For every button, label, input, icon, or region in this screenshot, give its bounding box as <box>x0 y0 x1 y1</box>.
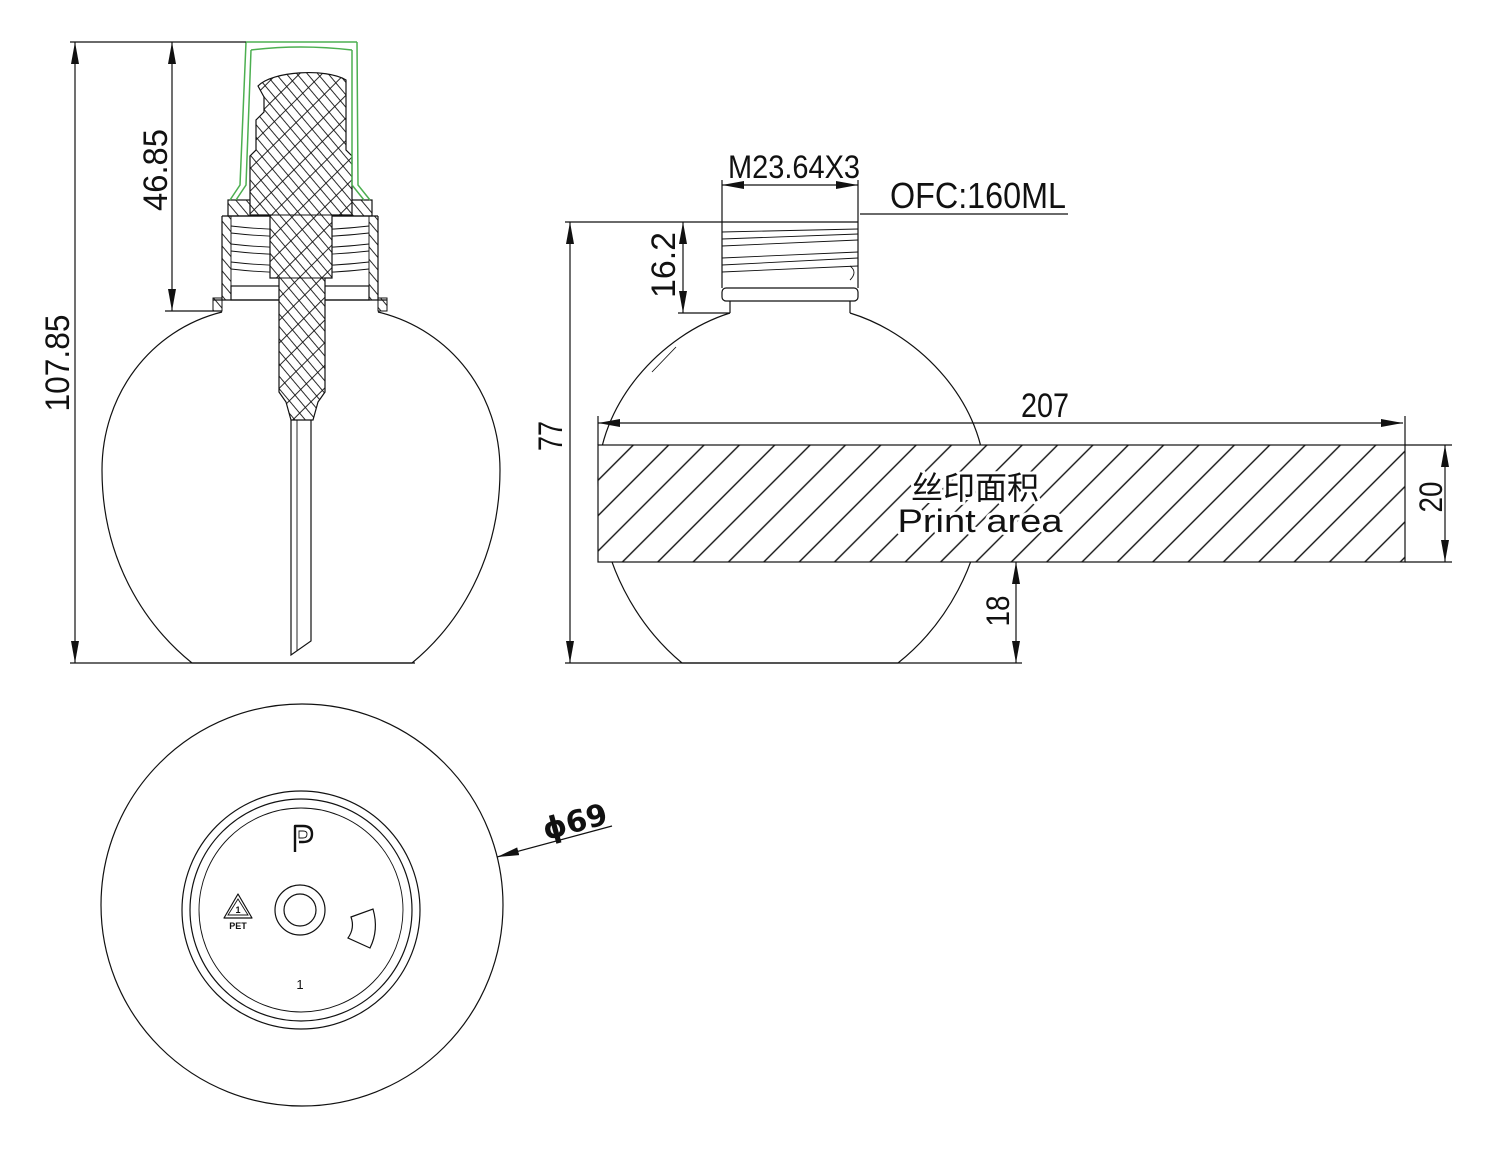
recycle-material: PET <box>229 921 247 931</box>
recycle-triangle-inner <box>227 898 249 916</box>
recycle-triangle-outer <box>223 893 253 919</box>
base-ring-middle <box>189 798 413 1022</box>
dimension-bottle-height: 77 <box>532 221 1022 664</box>
print-area-label-cn: 丝印面积 <box>911 470 1039 506</box>
bottle-side-view: 丝印面积 Print area M23.64X3 OFC:160ML 16.2 … <box>532 149 1452 664</box>
print-bottom-offset-label: 18 <box>980 596 1016 627</box>
closure-top-wall-right <box>350 200 372 216</box>
dimension-pump-height: 46.85 <box>137 42 222 312</box>
base-diameter-label: ϕ69 <box>539 797 611 848</box>
p-mark-inner <box>298 830 308 839</box>
pump-actuator-section <box>249 71 353 421</box>
thread-line <box>721 228 859 233</box>
actuator-hatch-sparse <box>250 72 352 420</box>
base-sector-mark <box>347 908 376 949</box>
closure-flange-left <box>212 297 223 312</box>
thread-end <box>849 265 855 281</box>
thread-line <box>721 239 859 247</box>
overcap-left-outer <box>229 41 247 201</box>
pump-bottle-side-view: 107.85 46.85 <box>39 41 501 664</box>
base-ring-outer <box>181 790 421 1030</box>
bottle-base-view: 1 PET 1 ϕ69 <box>100 703 613 1107</box>
print-area-label-en: Print area <box>898 503 1063 539</box>
overcap-right-outer <box>356 41 371 201</box>
overcap-inner-top <box>250 46 353 51</box>
dimension-print-bottom-offset: 18 <box>980 562 1020 663</box>
pump-closure <box>212 199 388 312</box>
thread-line <box>721 233 859 240</box>
base-ring-inner <box>198 807 404 1013</box>
closure-flange-right <box>377 297 388 312</box>
print-area-outline <box>597 444 1406 563</box>
injection-gate-outer <box>274 884 326 936</box>
dip-tube <box>290 420 312 657</box>
overcap-left-inner <box>235 49 252 201</box>
closure-skirt-left <box>222 216 231 300</box>
dimension-neck-height: 16.2 <box>645 222 730 314</box>
pump-height-label: 46.85 <box>137 129 175 211</box>
shoulder-highlight-line <box>651 346 677 373</box>
capacity-label: OFC:160ML <box>890 175 1066 216</box>
dimension-base-diameter: ϕ69 <box>496 797 613 858</box>
base-outer-circle <box>100 703 504 1107</box>
print-height-label: 20 <box>1413 482 1449 513</box>
print-width-label: 207 <box>1021 387 1069 425</box>
thread-line <box>721 265 859 273</box>
dimension-print-height: 20 <box>1405 444 1452 563</box>
overall-height-label: 107.85 <box>39 315 77 412</box>
cavity-number: 1 <box>296 977 303 992</box>
neck-height-label: 16.2 <box>645 232 683 298</box>
mold-p-mark-icon <box>293 824 314 852</box>
injection-gate-inner <box>283 893 317 927</box>
bottle-height-label: 77 <box>532 421 570 451</box>
thread-line <box>721 257 859 266</box>
bottle-neck-finish <box>721 221 859 313</box>
closure-skirt-right <box>369 216 378 300</box>
transparent-overcap <box>229 41 371 201</box>
dip-tube-outline <box>290 420 312 657</box>
thread-spec-label: M23.64X3 <box>728 149 860 185</box>
thread-line <box>721 251 859 259</box>
recycle-triangle-icon: 1 PET <box>223 893 253 931</box>
recycle-code: 1 <box>235 905 240 915</box>
dimension-thread-diameter: M23.64X3 <box>721 149 860 222</box>
print-area: 丝印面积 Print area <box>597 444 1406 563</box>
closure-top-wall-left <box>228 200 250 216</box>
dimension-print-width: 207 <box>597 387 1406 445</box>
dimension-overall-height: 107.85 <box>39 41 415 664</box>
overcap-right-inner <box>351 50 365 201</box>
p-mark-outer <box>293 824 314 852</box>
capacity-note: OFC:160ML <box>860 175 1068 216</box>
leader-line <box>496 825 613 858</box>
print-area-hatch <box>598 445 1405 562</box>
neck-support-ring <box>721 287 859 302</box>
